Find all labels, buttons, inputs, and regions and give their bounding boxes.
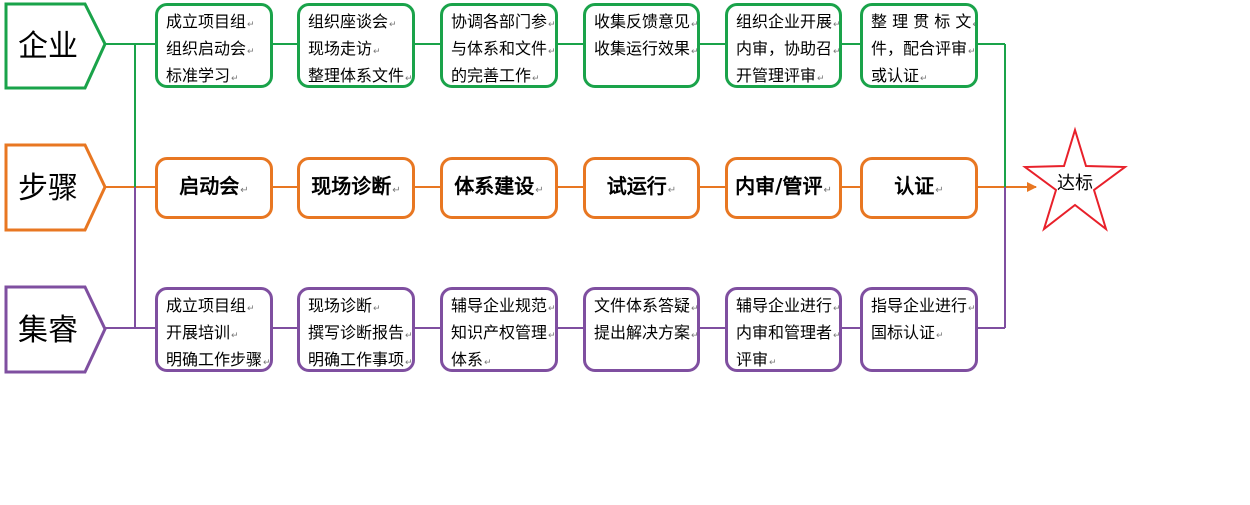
step-text-line: 组织座谈会	[308, 10, 412, 37]
step-text-line: 现场诊断	[308, 294, 412, 321]
step-text-line: 内审和管理者	[736, 321, 839, 348]
step-text-line: 内审，协助召	[736, 37, 839, 64]
step-text-line: 文件体系答疑	[594, 294, 697, 321]
step-text-line: 知识产权管理	[451, 321, 555, 348]
jirui-step-box: 现场诊断撰写诊断报告明确工作事项	[297, 287, 415, 372]
step-text-line: 现场诊断	[311, 174, 400, 203]
step-text-line: 的完善工作	[451, 64, 555, 91]
steps-step-box: 认证	[860, 157, 978, 219]
step-text-line: 现场走访	[308, 37, 412, 64]
goal: 达标	[1022, 126, 1128, 232]
jirui-step-box: 成立项目组开展培训明确工作步骤	[155, 287, 273, 372]
step-text-line: 辅导企业规范	[451, 294, 555, 321]
jirui-step-box: 辅导企业进行内审和管理者评审	[725, 287, 842, 372]
steps-step-box: 启动会	[155, 157, 273, 219]
step-text-line: 或认证	[871, 64, 975, 91]
step-text-line: 整 理 贯 标 文	[871, 10, 975, 37]
jirui-step-box: 辅导企业规范知识产权管理体系	[440, 287, 558, 372]
step-text-line: 明确工作事项	[308, 348, 412, 375]
row-label-text: 步骤	[18, 171, 78, 206]
step-text-line: 收集运行效果	[594, 37, 697, 64]
steps-step-box: 试运行	[583, 157, 700, 219]
step-text-line: 撰写诊断报告	[308, 321, 412, 348]
step-text-line: 评审	[736, 348, 839, 375]
enterprise-step-box: 收集反馈意见收集运行效果	[583, 3, 700, 88]
row-label-jirui: 集睿	[4, 285, 107, 374]
step-text-line: 体系	[451, 348, 555, 375]
step-text-line: 辅导企业进行	[736, 294, 839, 321]
enterprise-step-box: 整 理 贯 标 文件，配合评审或认证	[860, 3, 978, 88]
chevron-shape-enterprise	[4, 2, 107, 90]
step-text-line: 开管理评审	[736, 64, 839, 91]
step-text-line: 与体系和文件	[451, 37, 555, 64]
step-text-line: 认证	[894, 174, 943, 203]
step-text-line: 开展培训	[166, 321, 270, 348]
enterprise-step-box: 组织座谈会现场走访整理体系文件	[297, 3, 415, 88]
step-text-line: 指导企业进行	[871, 294, 975, 321]
step-text-line: 启动会	[179, 174, 248, 203]
chevron-shape-jirui	[4, 285, 107, 374]
row-label-enterprise: 企业	[4, 2, 107, 90]
step-text-line: 组织启动会	[166, 37, 270, 64]
row-label-text: 集睿	[18, 313, 78, 348]
step-text-line: 试运行	[607, 174, 676, 203]
step-text-line: 协调各部门参	[451, 10, 555, 37]
jirui-step-box: 指导企业进行国标认证	[860, 287, 978, 372]
steps-step-box: 体系建设	[440, 157, 558, 219]
step-text-line: 成立项目组	[166, 294, 270, 321]
step-text-line: 明确工作步骤	[166, 348, 270, 375]
steps-step-box: 内审/管评	[725, 157, 842, 219]
star-icon	[1022, 126, 1128, 232]
jirui-step-box: 文件体系答疑提出解决方案	[583, 287, 700, 372]
row-label-text: 企业	[18, 29, 78, 64]
step-text-line: 内审/管评	[735, 174, 832, 203]
step-text-line: 组织企业开展	[736, 10, 839, 37]
chevron-shape-steps	[4, 143, 107, 232]
goal-label: 达标	[1057, 173, 1093, 194]
row-label-steps: 步骤	[4, 143, 107, 232]
step-text-line: 体系建设	[454, 174, 543, 203]
step-text-line: 国标认证	[871, 321, 975, 348]
step-text-line: 整理体系文件	[308, 64, 412, 91]
step-text-line: 成立项目组	[166, 10, 270, 37]
step-text-line: 收集反馈意见	[594, 10, 697, 37]
enterprise-step-box: 成立项目组组织启动会标准学习	[155, 3, 273, 88]
step-text-line: 标准学习	[166, 64, 270, 91]
steps-step-box: 现场诊断	[297, 157, 415, 219]
enterprise-step-box: 协调各部门参与体系和文件的完善工作	[440, 3, 558, 88]
row-labels: 企业 步骤 集睿	[4, 2, 107, 374]
step-text-line: 提出解决方案	[594, 321, 697, 348]
step-text-line: 件，配合评审	[871, 37, 975, 64]
enterprise-step-box: 组织企业开展内审，协助召开管理评审	[725, 3, 842, 88]
